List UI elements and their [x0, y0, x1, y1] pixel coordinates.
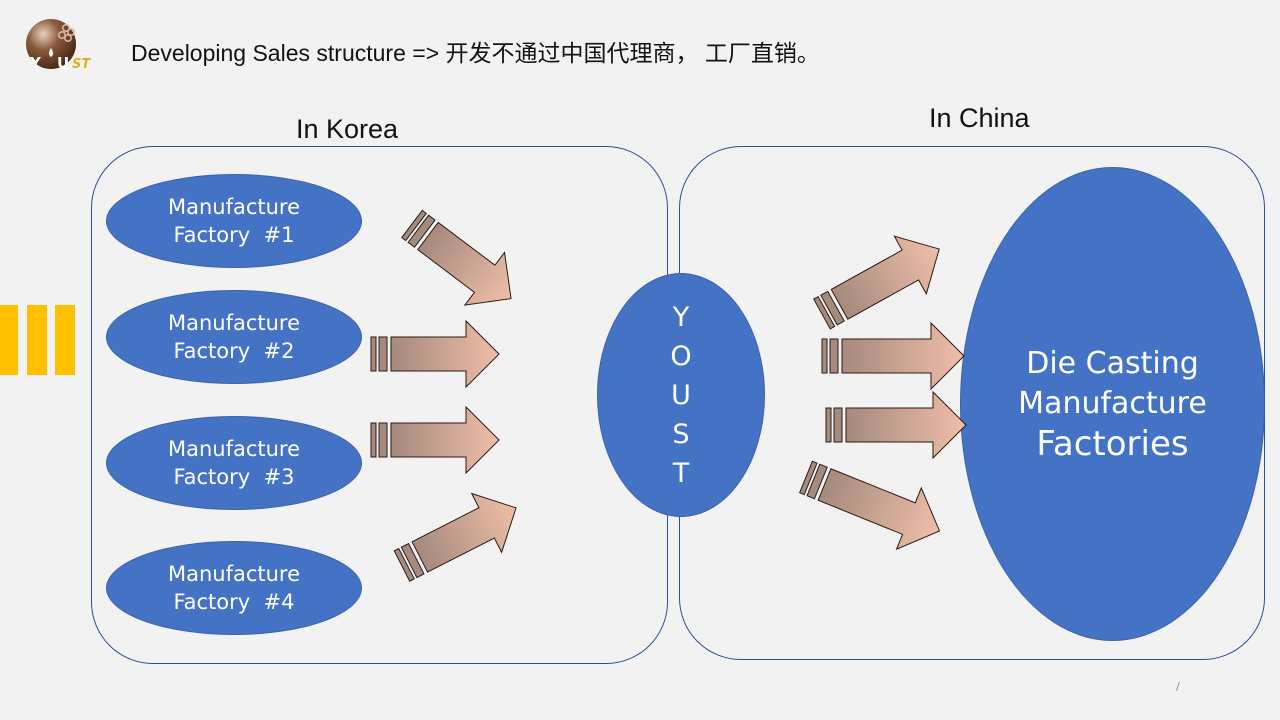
- factory-label-line1: Manufacture: [167, 437, 301, 461]
- youst-logo: Y U ST: [24, 16, 96, 72]
- china-label: In China: [929, 103, 1030, 133]
- accent-bar: [55, 305, 75, 375]
- hub-letter: S: [672, 418, 690, 450]
- target-label-line1: Die Casting: [1026, 346, 1199, 381]
- page-number: /: [1176, 680, 1180, 693]
- hub-letter: U: [671, 379, 691, 411]
- factory-label-line1: Manufacture: [167, 311, 301, 335]
- factory-label-line1: Manufacture: [167, 195, 301, 219]
- factory-label-line2: Factory #1: [173, 223, 295, 247]
- target-label-line3: Factories: [1036, 424, 1189, 464]
- target-label-line2: Manufacture: [1018, 386, 1207, 421]
- svg-text:Y: Y: [29, 54, 42, 72]
- logo-icon: Y U ST: [26, 19, 91, 72]
- factory-label-line2: Factory #4: [173, 590, 295, 614]
- factory-3: Manufacture Factory #3: [107, 417, 361, 509]
- factory-2: Manufacture Factory #2: [107, 291, 361, 383]
- youst-hub: Y O U S T: [598, 274, 764, 516]
- korea-label: In Korea: [296, 114, 399, 144]
- svg-text:ST: ST: [72, 57, 91, 72]
- accent-bar: [27, 305, 47, 375]
- hub-letter: Y: [672, 301, 690, 333]
- hub-letter: O: [670, 340, 692, 372]
- factory-1: Manufacture Factory #1: [107, 175, 361, 267]
- slide-title: Developing Sales structure => 开发不通过中国代理商…: [131, 40, 820, 66]
- accent-bar: [0, 305, 18, 375]
- hub-letter: T: [672, 457, 690, 489]
- svg-text:U: U: [57, 54, 69, 72]
- die-casting-factories: Die Casting Manufacture Factories: [961, 168, 1264, 640]
- factory-label-line2: Factory #2: [173, 339, 295, 363]
- factory-label-line2: Factory #3: [173, 465, 295, 489]
- factory-label-line1: Manufacture: [167, 562, 301, 586]
- factory-4: Manufacture Factory #4: [107, 542, 361, 634]
